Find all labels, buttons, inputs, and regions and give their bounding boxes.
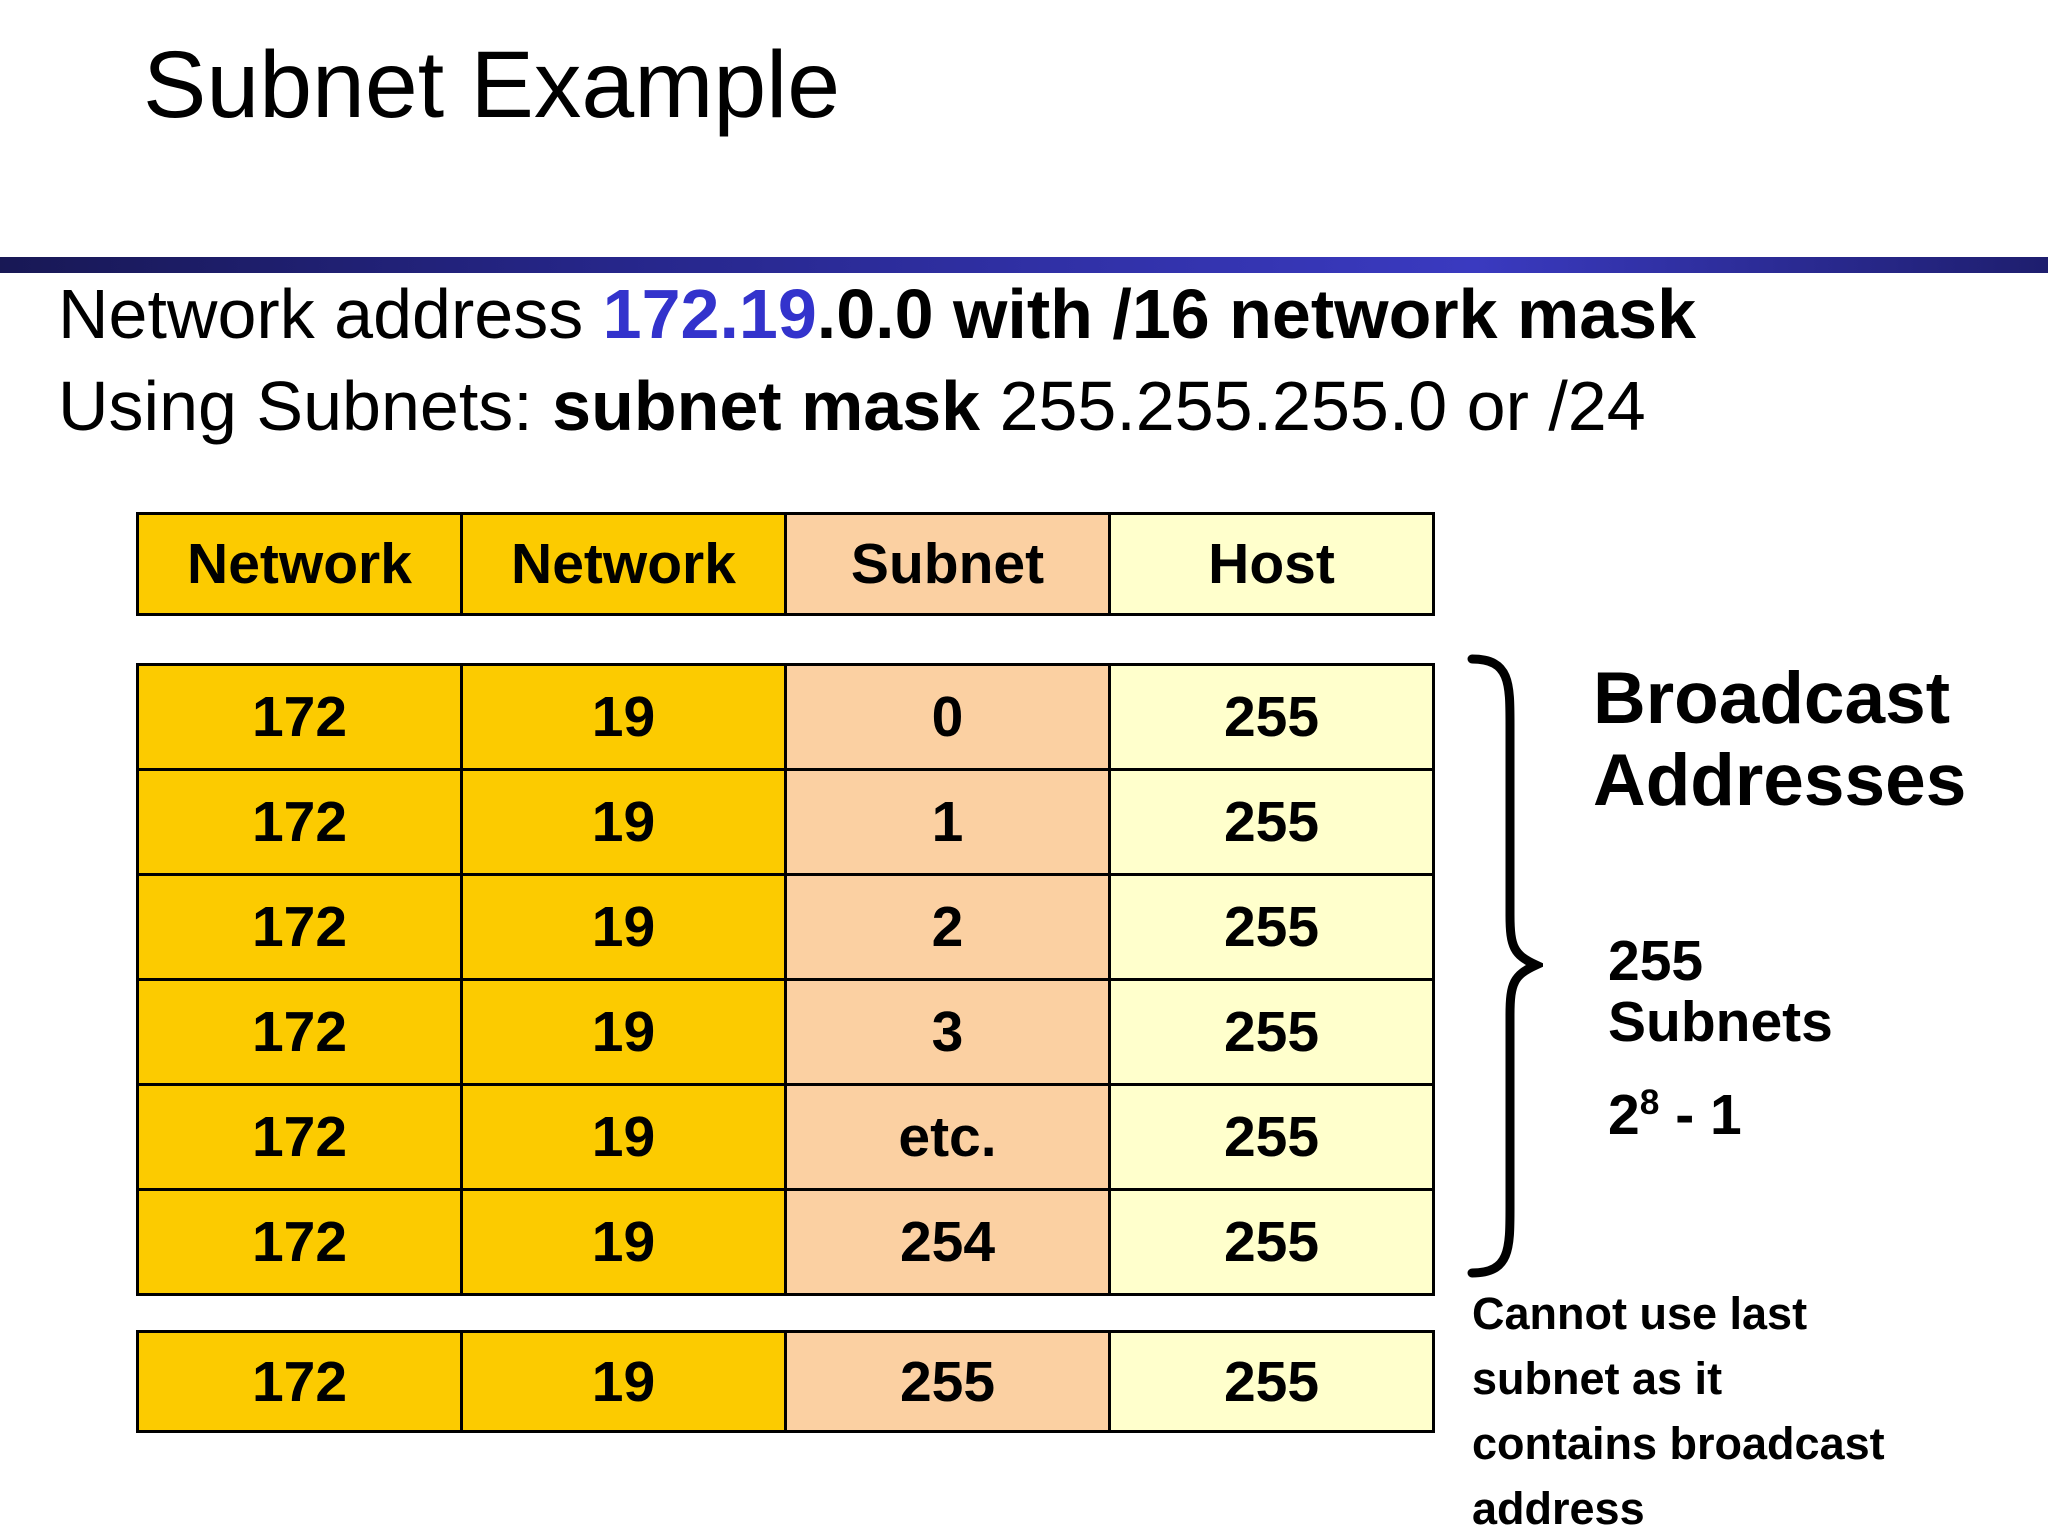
power-rest: - 1 [1659,1083,1742,1147]
table-cell: 172 [136,978,463,1086]
slide-title: Subnet Example [143,32,841,138]
table-cell: 19 [460,1188,787,1296]
line2-rest: 255.255.255.0 or /24 [999,367,1646,445]
power-exponent: 8 [1639,1083,1660,1122]
table-row: 172 19 1 255 [136,768,1435,876]
table-cell: 0 [784,663,1111,771]
using-subnets-line: Using Subnets: subnet mask 255.255.255.0… [58,368,1646,445]
table-cell: 255 [1108,663,1435,771]
table-cell: 19 [460,1083,787,1191]
table-cell: 19 [460,873,787,981]
table-cell: 254 [784,1188,1111,1296]
table-cell: 172 [136,1188,463,1296]
table-cell: 255 [784,1330,1111,1433]
table-row: 172 19 3 255 [136,978,1435,1086]
line1-prefix: Network address [58,275,603,353]
header-cell-subnet: Subnet [784,512,1111,616]
network-address-line: Network address 172.19.0.0 with /16 netw… [58,276,1696,353]
table-row: 172 19 0 255 [136,663,1435,771]
header-table: Network Network Subnet Host [136,512,1435,616]
table-cell: 172 [136,768,463,876]
table-cell: 19 [460,768,787,876]
broadcast-addresses-label: Broadcast Addresses [1593,658,1967,821]
line2-prefix: Using Subnets: [58,367,553,445]
power-base: 2 [1608,1083,1640,1147]
table-cell: 172 [136,873,463,981]
table-cell: 255 [1108,1330,1435,1433]
line1-rest: .0.0 with /16 network mask [816,275,1697,353]
table-cell: 3 [784,978,1111,1086]
table-cell: 172 [136,1083,463,1191]
header-cell-network2: Network [460,512,787,616]
table-cell: etc. [784,1083,1111,1191]
line1-highlight-address: 172.19 [602,275,817,353]
line2-bold-subnet-mask: subnet mask [552,367,1000,445]
table-row: 172 19 255 255 [136,1330,1435,1433]
table-cell: 172 [136,1330,463,1433]
table-cell: 255 [1108,768,1435,876]
table-cell: 172 [136,663,463,771]
table-cell: 1 [784,768,1111,876]
table-cell: 255 [1108,978,1435,1086]
power-formula-label: 28 - 1 [1608,1085,1742,1146]
table-row: 172 19 etc. 255 [136,1083,1435,1191]
table-cell: 2 [784,873,1111,981]
title-divider-bar [0,257,2048,273]
table-cell: 255 [1108,1188,1435,1296]
table-cell: 19 [460,663,787,771]
table-cell: 255 [1108,1083,1435,1191]
subnet-body-table: 172 19 0 255 172 19 1 255 172 19 2 255 1… [136,663,1435,1296]
subnet-count-label: 255 Subnets [1608,929,1833,1054]
table-row: 172 19 254 255 [136,1188,1435,1296]
cannot-use-last-subnet-note: Cannot use last subnet as it contains br… [1472,1288,1885,1534]
table-cell: 255 [1108,873,1435,981]
header-cell-host: Host [1108,512,1435,616]
last-subnet-table: 172 19 255 255 [136,1330,1435,1433]
table-row: 172 19 2 255 [136,873,1435,981]
table-cell: 19 [460,978,787,1086]
header-cell-network1: Network [136,512,463,616]
header-row: Network Network Subnet Host [136,512,1435,616]
curly-brace [1467,654,1543,1278]
table-cell: 19 [460,1330,787,1433]
